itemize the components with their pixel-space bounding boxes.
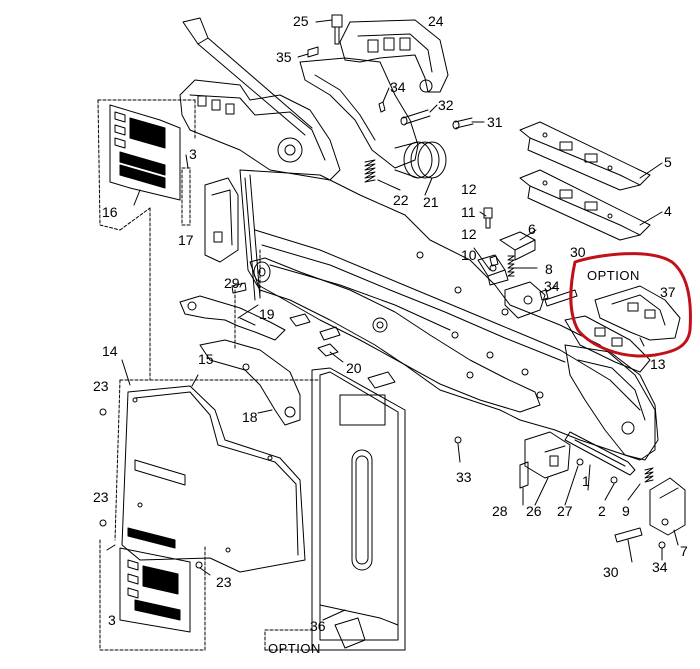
callout-leaders [106,19,679,621]
callout-3-top: 3 [189,146,197,162]
label-barcode [127,527,176,549]
callout-36: 36 [310,618,326,634]
plate-part-28 [519,461,529,489]
callout-23-upper: 23 [93,378,109,394]
callout-2: 2 [598,503,606,519]
callout-17: 17 [178,232,194,248]
tension-block [504,281,546,319]
callout-23-middle: 23 [93,489,109,505]
leader-frame-lines [97,99,321,651]
option-part-37 [594,285,681,341]
callout-4: 4 [664,203,672,219]
screw-part-11 [483,207,493,229]
lever-assembly [299,57,419,169]
callout-18: 18 [242,409,258,425]
screw-part-34-bottom [658,541,666,549]
callout-27: 27 [557,503,573,519]
label-plate-3-bottom [119,547,191,633]
callout-24: 24 [428,13,444,29]
bracket-part-6 [499,231,536,261]
screw-part-33 [454,436,462,444]
guide-part-13 [564,315,651,373]
callout-8: 8 [545,261,553,277]
label-plate-16 [109,104,181,201]
callout-30-bottom: 30 [603,564,619,580]
spring-part-8 [507,255,515,277]
callout-11: 11 [461,204,476,220]
handle-part-24 [339,19,449,93]
spring-part-32 [400,109,431,126]
callout-19: 19 [259,306,275,322]
screw-part-34-mid [539,289,549,301]
option-label-bottom: OPTION [268,641,321,656]
callout-31: 31 [487,114,503,130]
block-part-20 [289,313,396,389]
callout-6: 6 [528,221,536,237]
callout-26: 26 [526,503,542,519]
callout-35: 35 [276,49,292,65]
callout-3-bottom: 3 [108,612,116,628]
callout-23-lower: 23 [216,574,232,590]
callout-25: 25 [293,13,309,29]
option-label-top: OPTION [587,268,640,283]
bar-part-1 [564,431,636,476]
callout-10: 10 [461,247,477,263]
option-highlight-circle [569,252,692,358]
screw-part-27 [576,458,584,466]
callout-34-bottom: 34 [652,559,668,575]
pin-part-30-top [544,289,578,307]
pin-part-35 [307,46,319,58]
spring-part-9 [644,467,654,483]
callout-5: 5 [664,154,672,170]
callout-33: 33 [456,469,472,485]
block-part-10 [477,254,509,286]
callout-22: 22 [393,192,409,208]
rail-part-5 [519,121,651,191]
callout-32: 32 [438,97,454,113]
lever-part-19 [179,295,286,341]
sprocket-cover [564,344,659,461]
callout-14: 14 [102,343,118,359]
lever-part-18 [199,339,301,426]
bracket-part-26 [524,431,571,479]
callout-21: 21 [423,194,439,210]
callout-37: 37 [660,284,676,300]
pin-part-29 [231,282,247,294]
pin-part-31 [452,117,474,130]
screw-part-12-lower [489,255,499,267]
callout-30-top: 30 [570,244,586,260]
callout-13: 13 [650,356,666,372]
screw-part-34-top [378,101,386,113]
feeder-top-arm [182,17,313,136]
screw-part-2 [610,476,618,484]
screw-part-23 [99,408,203,569]
callout-7: 7 [680,543,688,559]
roller-part-21 [394,141,447,179]
callout-34-mid: 34 [544,278,560,294]
callout-28: 28 [492,503,508,519]
bracket-part-17 [204,177,239,263]
callout-1: 1 [582,473,590,489]
callout-9: 9 [622,503,630,519]
pin-part-30-bottom [614,527,643,543]
strip-part-3 [181,167,191,226]
option-cover-part-36 [311,367,406,651]
spring-part-22 [364,159,376,183]
callout-34-top: 34 [390,79,406,95]
side-cover-part-15 [121,385,306,573]
callout-12-lower: 12 [461,226,477,242]
upper-tape-guide [179,79,341,181]
clamp-part-7 [649,477,686,536]
callout-15: 15 [198,351,214,367]
screw-part-25 [331,14,343,45]
rail-part-4 [519,169,651,241]
callout-20: 20 [346,360,362,376]
callout-29: 29 [224,275,240,291]
tape-belt-plate [249,257,541,413]
callout-16: 16 [102,204,118,220]
callout-12-upper: 12 [461,181,477,197]
